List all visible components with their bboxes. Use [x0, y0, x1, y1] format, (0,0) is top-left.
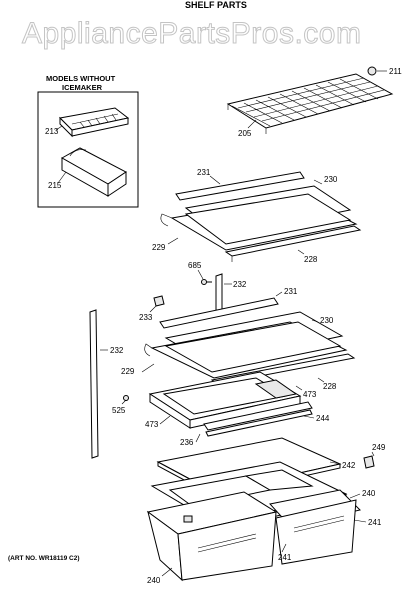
callout-244: 244	[316, 414, 330, 423]
front-trim-231-middle	[159, 297, 279, 329]
watermark: AppliancePartsPros.com	[22, 17, 361, 50]
callout-230-middle: 230	[320, 316, 334, 325]
callout-228-middle: 228	[323, 382, 337, 391]
front-trim-231-upper	[175, 171, 305, 201]
callout-240-left: 240	[147, 576, 161, 585]
upper-shelf-assembly	[160, 171, 362, 262]
callout-241-right: 241	[368, 518, 382, 527]
bracket-232-short	[215, 273, 223, 313]
models-box-frame	[37, 91, 139, 208]
models-box-line1: MODELS WITHOUT	[46, 74, 116, 83]
slide-drawer-assembly	[148, 371, 313, 437]
callout-229-upper: 229	[152, 243, 166, 252]
storage-bin-215	[60, 147, 127, 197]
art-number: (ART NO. WR18119 C2)	[8, 555, 80, 562]
slide-473	[254, 379, 298, 399]
side-rail-228-upper	[224, 225, 362, 257]
callout-211: 211	[389, 67, 402, 76]
callout-233: 233	[139, 313, 153, 322]
screw-685	[201, 279, 212, 285]
callout-525: 525	[112, 406, 126, 415]
callout-236: 236	[180, 438, 194, 447]
drawer-clip-left	[183, 515, 193, 523]
callout-242: 242	[342, 461, 356, 470]
crisper-drawer-right-241	[269, 489, 361, 565]
callout-213: 213	[45, 127, 59, 136]
callout-232-long: 232	[110, 346, 124, 355]
rail-244	[203, 401, 313, 431]
ice-tray-213	[58, 107, 130, 138]
callout-231-upper: 231	[197, 168, 211, 177]
middle-shelf-assembly	[144, 297, 356, 385]
callout-240-right: 240	[362, 489, 376, 498]
models-without-icemaker-box: MODELS WITHOUT ICEMAKER	[37, 74, 139, 208]
screw-525	[123, 395, 129, 401]
callout-473-right: 473	[303, 390, 317, 399]
bracket-232-long	[89, 309, 99, 459]
models-box-line2: ICEMAKER	[62, 83, 103, 92]
callout-473-left: 473	[145, 420, 159, 429]
page-title: SHELF PARTS	[185, 0, 247, 10]
clip-233	[153, 295, 165, 307]
callout-685: 685	[188, 261, 202, 270]
callout-215: 215	[48, 181, 62, 190]
callout-231-middle: 231	[284, 287, 298, 296]
clip-249	[363, 455, 375, 469]
callout-230-upper: 230	[324, 175, 338, 184]
crisper-drawer-left-240	[146, 491, 278, 582]
callout-241-center: 241	[278, 553, 292, 562]
bumper-211	[367, 66, 377, 76]
callout-229-middle: 229	[121, 367, 135, 376]
callout-232-short: 232	[233, 280, 247, 289]
callout-228-upper: 228	[304, 255, 318, 264]
callout-205: 205	[238, 129, 252, 138]
wire-shelf-205	[226, 73, 394, 134]
callout-249: 249	[372, 443, 386, 452]
